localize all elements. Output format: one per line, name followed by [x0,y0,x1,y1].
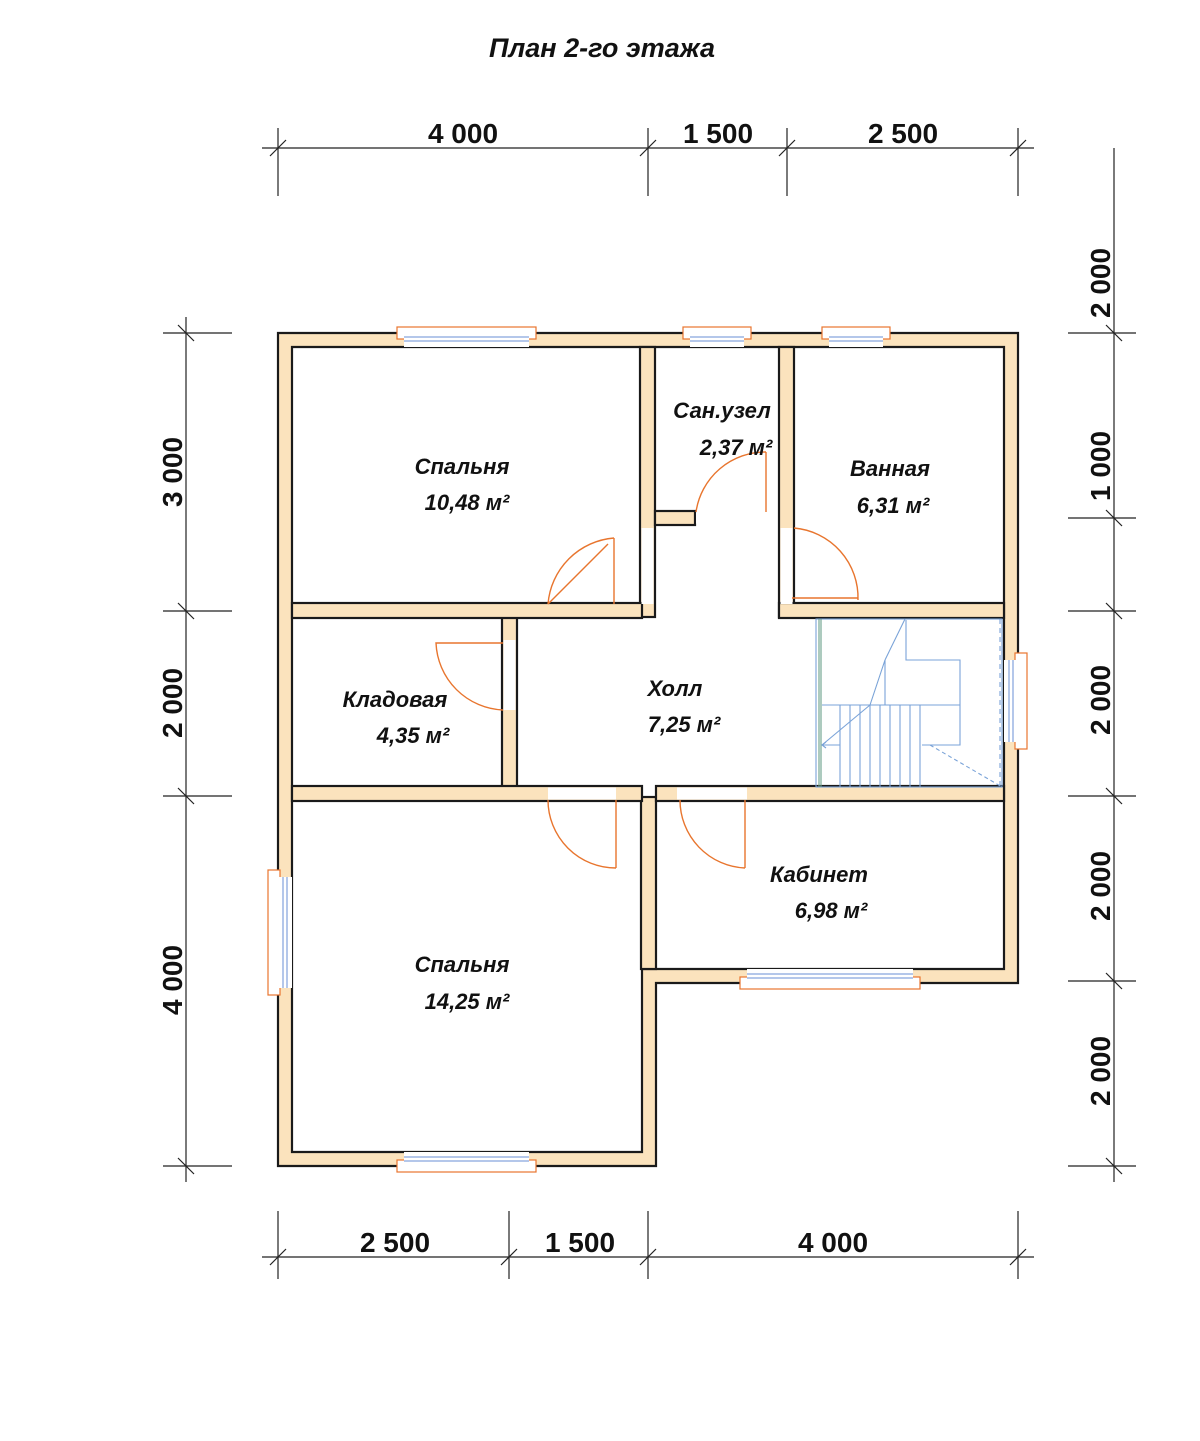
partition-bedroom-storage [290,601,644,620]
room-area-wc: 2,37 м² [699,435,773,460]
dimension-lines [163,128,1136,1279]
windows [267,326,1028,1173]
door-bedroom2 [547,799,617,869]
door-openings [503,512,793,800]
dim-right-3: 2 000 [1085,665,1116,735]
room-area-storage: 4,35 м² [376,723,450,748]
room-name-bedroom2: Спальня [415,952,510,977]
partition-bath-stair [777,601,1006,620]
dim-right-4: 2 000 [1085,851,1116,921]
room-name-bedroom1: Спальня [415,454,510,479]
room-name-wc: Сан.узел [673,398,771,423]
plan-title: План 2-го этажа [489,33,715,63]
room-area-bedroom1: 10,48 м² [425,490,510,515]
door-bedroom1 [547,537,615,605]
window-wc [682,326,752,347]
room-area-bath: 6,31 м² [857,493,930,518]
door-wc [695,451,767,513]
dim-right-5: 2 000 [1085,1036,1116,1106]
room-name-hall: Холл [646,676,703,701]
dim-left-2: 2 000 [157,668,188,738]
dim-top-1: 4 000 [428,118,498,149]
room-name-storage: Кладовая [343,687,448,712]
dim-left-3: 4 000 [157,945,188,1015]
staircase [815,618,1003,788]
dim-top-3: 2 500 [868,118,938,149]
dimension-labels: 4 000 1 500 2 500 2 500 1 500 4 000 3 00… [157,118,1116,1258]
window-study [739,969,921,990]
wc-wall-stub [653,509,697,527]
door-study [679,799,746,869]
door-storage [435,642,504,711]
room-area-hall: 7,25 м² [648,712,721,737]
room-area-study: 6,98 м² [795,898,868,923]
window-bedroom2-left [267,869,292,996]
dim-top-2: 1 500 [683,118,753,149]
window-bedroom1 [396,326,537,347]
room-area-bedroom2: 14,25 м² [425,989,510,1014]
room-name-bath: Ванная [850,456,930,481]
dim-bottom-3: 4 000 [798,1227,868,1258]
partition-bedroom-study [639,795,658,971]
dim-right-2: 1 000 [1085,431,1116,501]
dim-left-1: 3 000 [157,437,188,507]
doors [435,451,859,869]
dim-right-1: 2 000 [1085,248,1116,318]
window-bedroom2-bottom [396,1152,537,1173]
window-stair [1004,652,1028,750]
room-name-study: Кабинет [770,862,868,887]
room-labels: Спальня 10,48 м² Сан.узел 2,37 м² Ванная… [343,398,930,1014]
window-bath [821,326,891,347]
door-bath [792,527,859,601]
dim-bottom-1: 2 500 [360,1227,430,1258]
dim-bottom-2: 1 500 [545,1227,615,1258]
